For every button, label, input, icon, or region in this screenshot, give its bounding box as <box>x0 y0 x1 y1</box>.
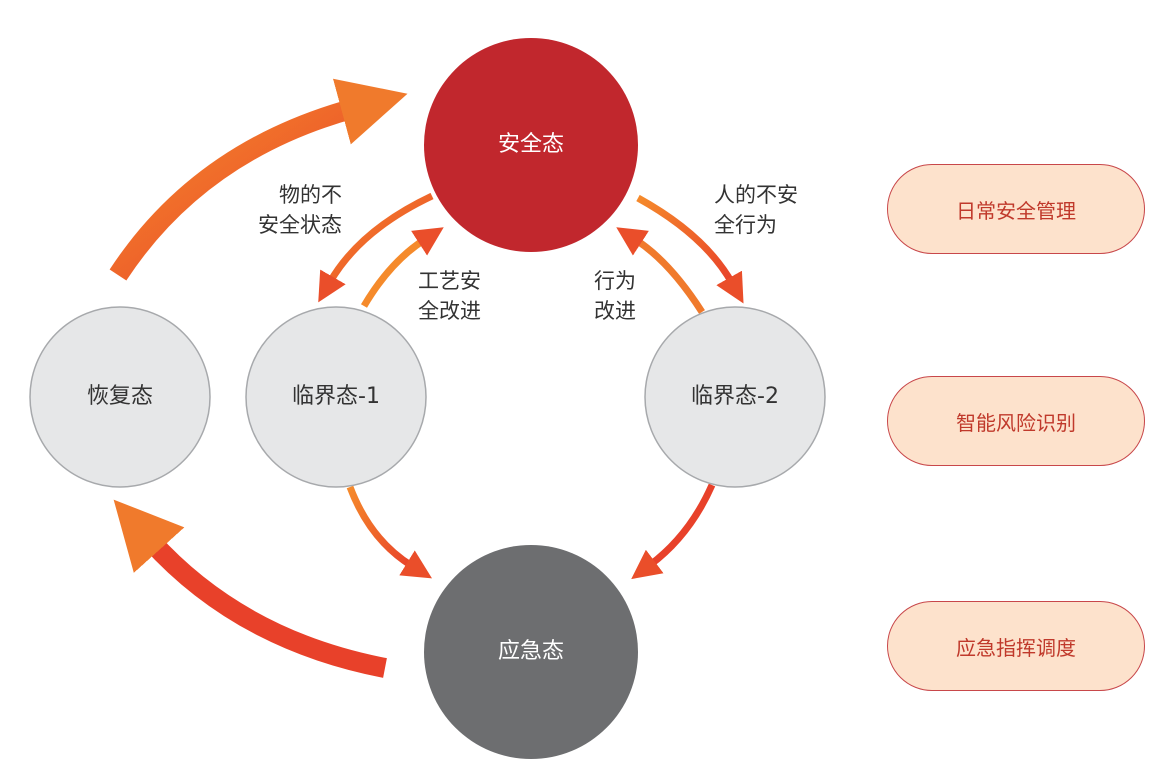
node-safe: 安全态 <box>424 38 638 252</box>
node-critical2: 临界态-2 <box>644 306 826 488</box>
arrow-critical2-to-safe <box>616 227 705 314</box>
node-critical2-label: 临界态-2 <box>691 384 779 409</box>
arrow-safe-to-critical1 <box>318 192 434 303</box>
node-critical1: 临界态-1 <box>245 306 427 488</box>
label-unsafe-object: 物的不 安全状态 <box>258 183 342 237</box>
pill-daily-safety: 日常安全管理 <box>887 164 1145 254</box>
pill-emergency-command: 应急指挥调度 <box>887 601 1145 691</box>
label-process-improve: 工艺安 全改进 <box>418 269 481 323</box>
arrow-emergency-to-recovery <box>113 499 387 678</box>
arrow-recovery-to-safe <box>109 78 408 281</box>
node-critical1-label: 临界态-1 <box>292 384 380 409</box>
arrow-safe-to-critical2 <box>636 194 744 304</box>
node-emergency-label: 应急态 <box>498 639 564 664</box>
label-unsafe-behavior: 人的不安 全行为 <box>714 183 798 237</box>
arrow-critical2-to-emergency <box>631 483 716 580</box>
arrow-critical1-to-emergency <box>346 485 432 579</box>
label-behavior-improve: 行为 改进 <box>594 269 636 323</box>
node-safe-label: 安全态 <box>498 132 564 157</box>
arrow-critical1-to-safe <box>360 227 444 308</box>
node-emergency: 应急态 <box>424 545 638 759</box>
node-recovery-label: 恢复态 <box>87 384 153 409</box>
pill-risk-identification: 智能风险识别 <box>887 376 1145 466</box>
node-recovery: 恢复态 <box>29 306 211 488</box>
